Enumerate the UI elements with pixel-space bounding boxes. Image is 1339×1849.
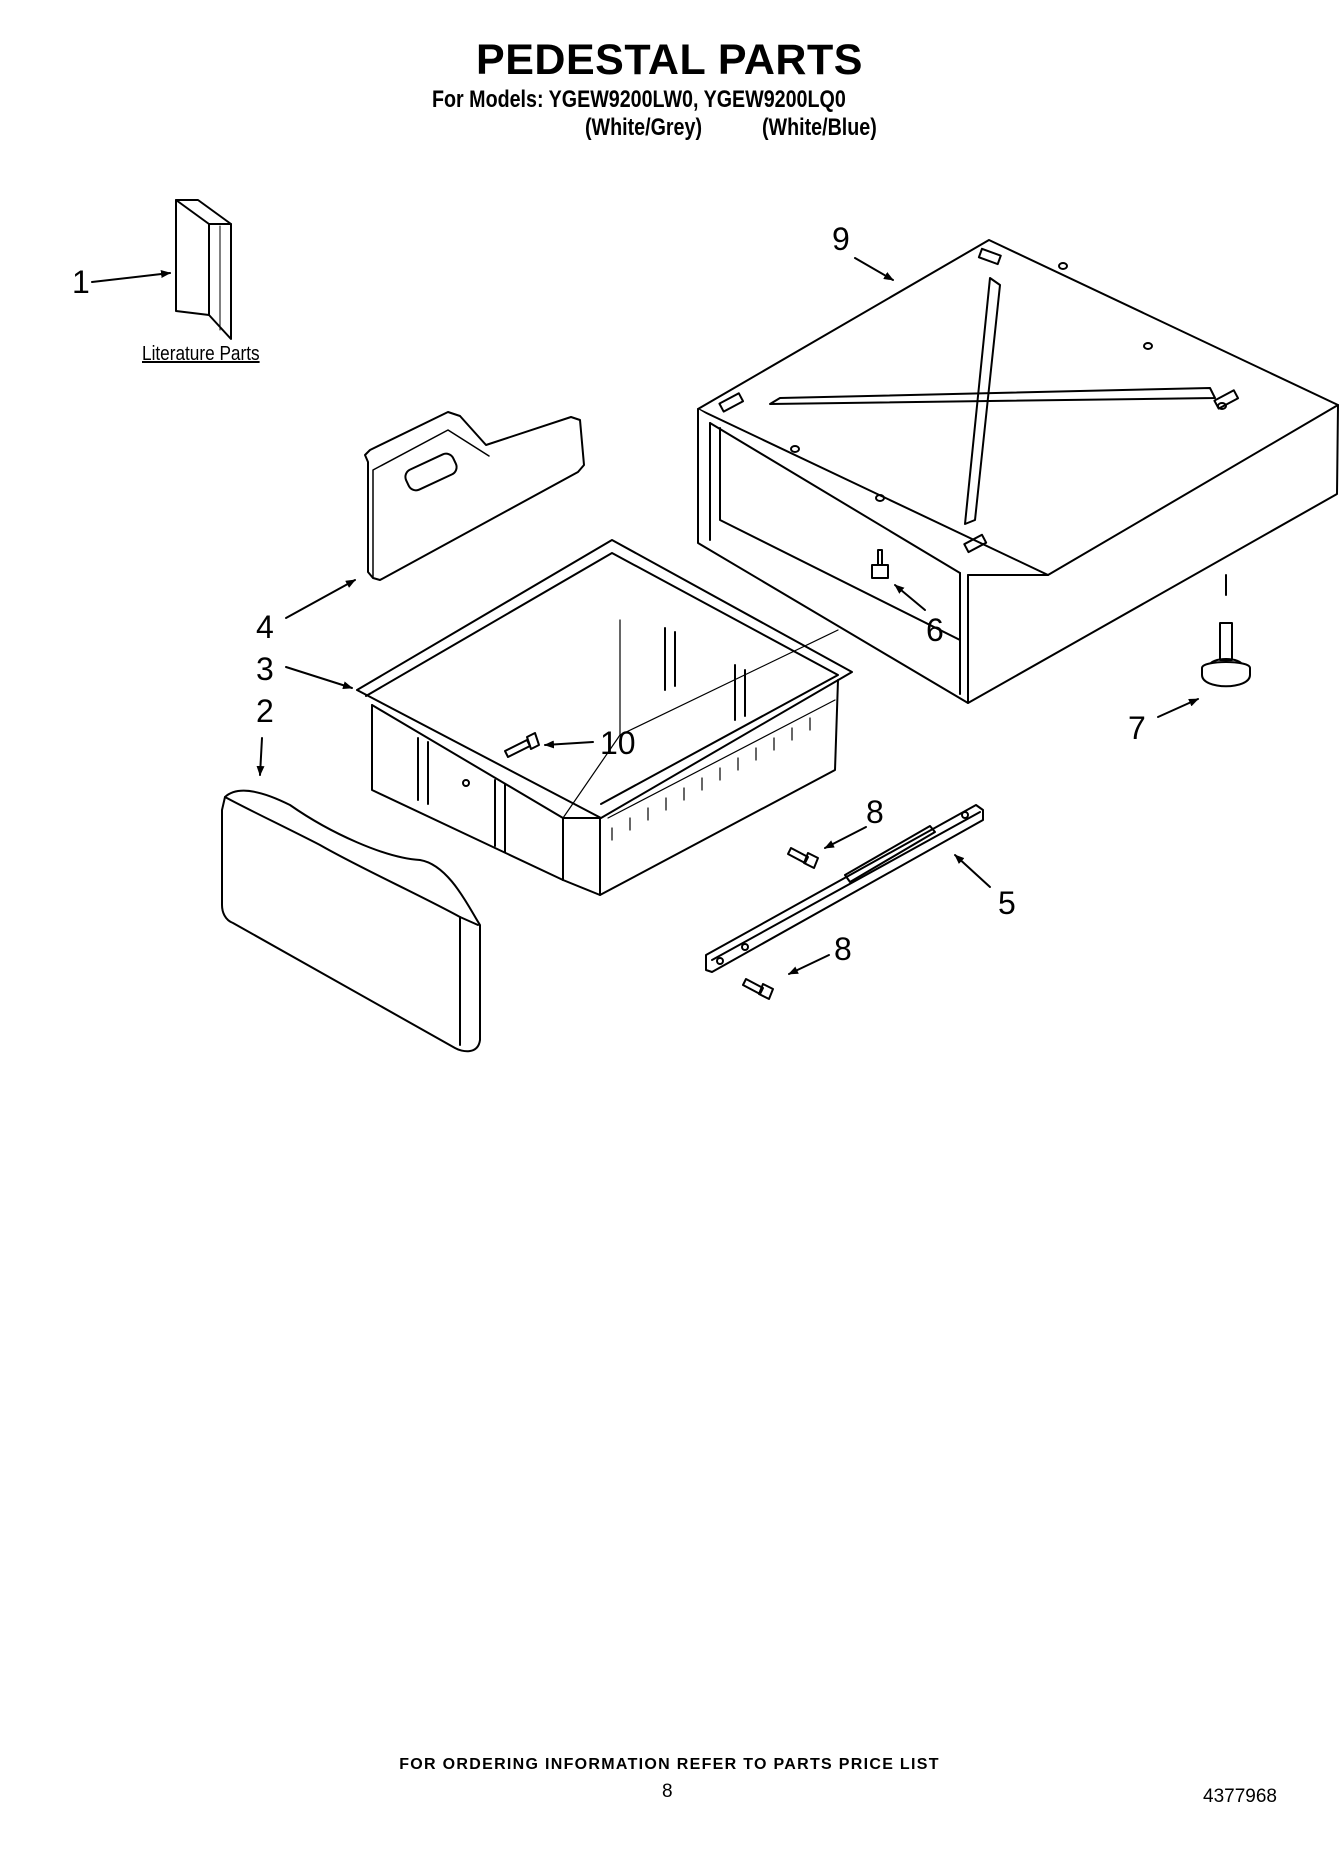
drawer-front-panel (221, 789, 481, 1053)
literature-booklet (175, 199, 232, 340)
callout-8-upper: 8 (866, 794, 884, 830)
document-number: 4377968 (1203, 1786, 1277, 1807)
callout-5: 5 (998, 885, 1016, 921)
screw-part-8-lower (742, 978, 774, 1000)
callout-10: 10 (600, 725, 636, 761)
screw-part-8-upper (787, 847, 819, 869)
screw-part-6 (871, 549, 889, 579)
models-line: For Models: YGEW9200LW0, YGEW9200LQ0 (432, 86, 846, 113)
page-number: 8 (662, 1781, 673, 1802)
color-label-white-grey: (White/Grey) (585, 114, 703, 141)
ordering-note: FOR ORDERING INFORMATION REFER TO PARTS … (399, 1756, 940, 1773)
page-title: PEDESTAL PARTS (476, 36, 863, 84)
callout-9: 9 (832, 221, 850, 257)
callout-1: 1 (72, 264, 90, 300)
leveling-leg (1201, 574, 1251, 688)
callout-3: 3 (256, 651, 274, 687)
callout-8-lower: 8 (834, 931, 852, 967)
callout-2: 2 (256, 693, 274, 729)
callout-4: 4 (256, 609, 274, 645)
drawer-bin (356, 539, 853, 896)
screw-part-10 (504, 732, 540, 758)
callout-7: 7 (1128, 710, 1146, 746)
callout-6: 6 (926, 612, 944, 648)
pedestal-cabinet (697, 239, 1339, 704)
color-label-white-blue: (White/Blue) (762, 114, 877, 141)
callout-arrows (91, 257, 1199, 975)
drawer-slide-rail (705, 804, 984, 973)
drawer-divider-panel (364, 411, 585, 581)
literature-parts-label: Literature Parts (142, 343, 260, 365)
